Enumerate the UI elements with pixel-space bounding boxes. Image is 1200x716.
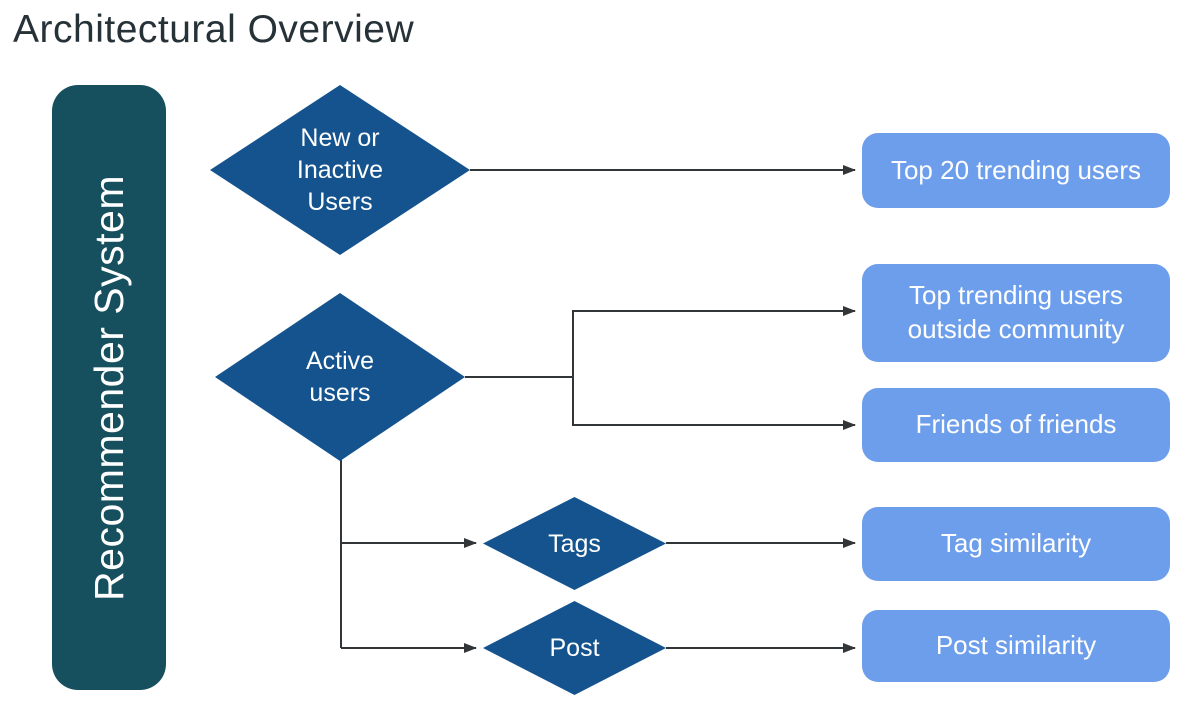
outcome-tag-similarity: Tag similarity: [862, 507, 1170, 581]
decision-label: New or Inactive Users: [296, 124, 384, 216]
outcome-label: Top 20 trending users: [890, 154, 1142, 185]
connector-active-to-friends: [572, 377, 856, 430]
decision-label: Tags: [548, 529, 601, 558]
page-title: Architectural Overview: [13, 8, 415, 51]
outcome-post-similarity: Post similarity: [862, 610, 1170, 682]
outcome-label: Tag similarity: [940, 528, 1092, 559]
outcome-label: Top trending users outside community: [907, 280, 1125, 344]
decision-label: Active users: [305, 347, 375, 407]
outcome-friends-of-friends: Friends of friends: [862, 388, 1170, 462]
outcome-label: Post similarity: [935, 630, 1097, 661]
outcome-label: Friends of friends: [915, 409, 1117, 440]
connector-active-to-outside-community: [465, 306, 856, 378]
outcome-top-20-trending-users: Top 20 trending users: [862, 133, 1170, 208]
decision-label: Post: [549, 634, 600, 662]
outcome-top-trending-outside-community: Top trending users outside community: [862, 264, 1170, 362]
recommender-system-label: Recommender System: [85, 174, 132, 601]
recommender-system-bar: Recommender System: [52, 85, 166, 690]
